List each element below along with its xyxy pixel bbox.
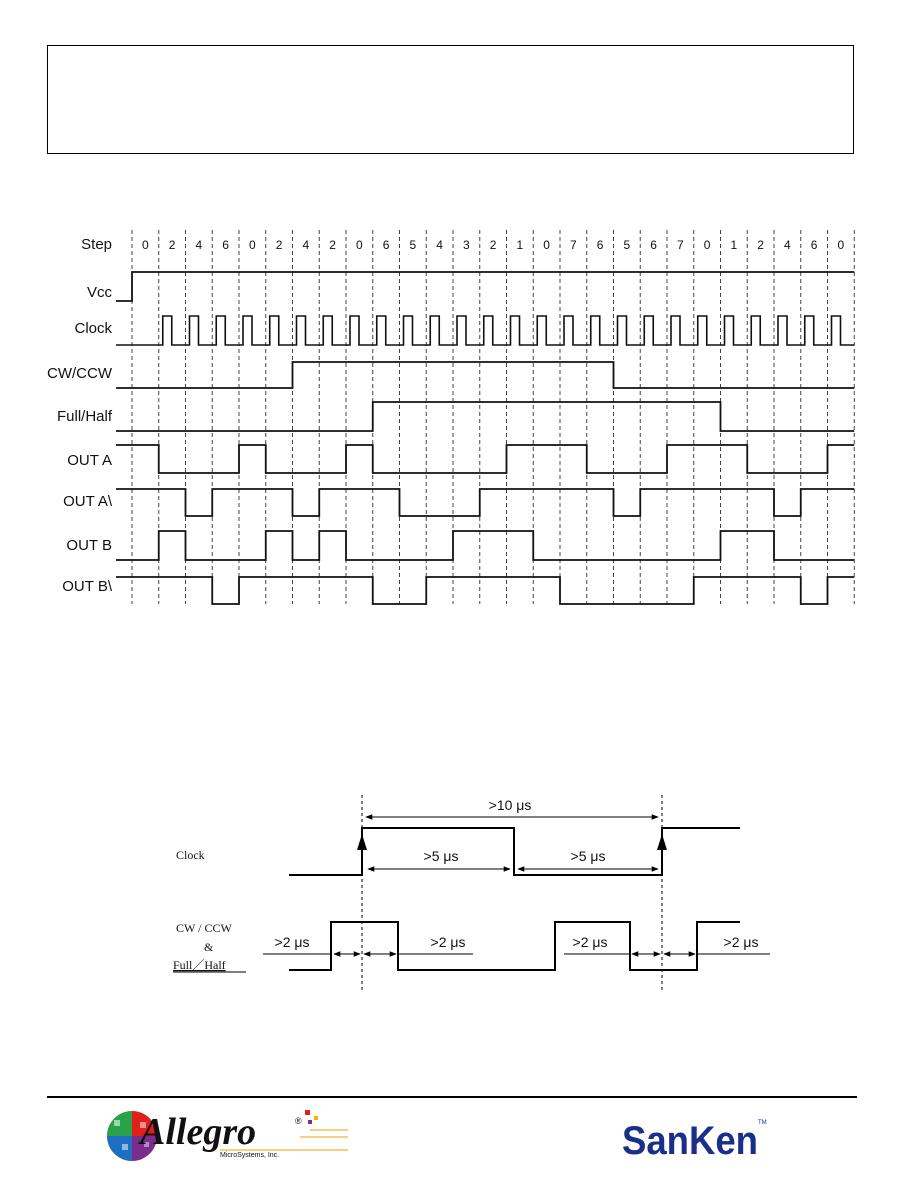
step-number: 0 — [142, 238, 149, 252]
setup-2-label: >2 μs — [573, 934, 608, 950]
step-number: 1 — [731, 238, 738, 252]
full-half-signal-label: Full/Half — [57, 408, 113, 425]
step-number: 2 — [757, 238, 764, 252]
logo-square-red — [305, 1110, 310, 1115]
out-b-bar-signal-label: OUT B\ — [62, 578, 113, 595]
allegro-wordmark: Allegro — [138, 1111, 256, 1153]
step-number: 6 — [597, 238, 604, 252]
step-number: 0 — [838, 238, 845, 252]
logo-square-yellow — [314, 1116, 318, 1120]
ampersand-label: & — [204, 940, 214, 954]
out-a-waveform — [116, 444, 855, 474]
step-number: 4 — [436, 238, 443, 252]
out-a-bar-signal-label: OUT A\ — [63, 493, 113, 510]
out-b-signal-label: OUT B — [66, 537, 112, 554]
rising-edge-arrow-1 — [357, 834, 367, 850]
control-timing-waveform — [289, 921, 740, 971]
logo-square-purple — [308, 1120, 312, 1124]
out-a-signal-label: OUT A — [67, 452, 112, 469]
step-number: 3 — [463, 238, 470, 252]
full-half-waveform — [116, 401, 855, 432]
period-label: >10 μs — [489, 797, 532, 813]
full-half-label: Full／Half — [173, 958, 226, 972]
registered-mark: ® — [295, 1116, 302, 1126]
step-number: 7 — [677, 238, 684, 252]
step-number: 4 — [196, 238, 203, 252]
footer-rule — [47, 1096, 857, 1098]
timing-diagram: >10 μs >5 μs >5 μs Clock CW / CCW & Full… — [173, 795, 770, 990]
vcc-waveform — [116, 271, 855, 302]
sanken-logo: SanKen TM — [622, 1119, 767, 1162]
step-number: 0 — [704, 238, 711, 252]
step-number: 0 — [356, 238, 363, 252]
step-number: 2 — [169, 238, 176, 252]
step-number: 5 — [410, 238, 417, 252]
allegro-color-mosaic-icon — [107, 1111, 157, 1161]
out-b-bar-waveform — [116, 576, 855, 605]
step-number: 7 — [570, 238, 577, 252]
low-time-label: >5 μs — [571, 848, 606, 864]
clock-waveform — [116, 315, 855, 346]
step-number: 5 — [624, 238, 631, 252]
high-time-label: >5 μs — [424, 848, 459, 864]
rising-edge-arrow-2 — [657, 834, 667, 850]
hold-2-label: >2 μs — [724, 934, 759, 950]
trademark-mark: TM — [758, 1120, 767, 1126]
cw-ccw-label: CW / CCW — [176, 921, 232, 935]
step-number: 2 — [329, 238, 336, 252]
step-number: 4 — [303, 238, 310, 252]
cw-ccw-waveform — [116, 361, 855, 389]
step-number: 6 — [650, 238, 657, 252]
step-number: 1 — [517, 238, 524, 252]
step-row-label: Step — [81, 236, 112, 253]
step-number: 4 — [784, 238, 791, 252]
step-number: 2 — [276, 238, 283, 252]
step-number: 6 — [811, 238, 818, 252]
step-number: 0 — [543, 238, 550, 252]
clock-timing-waveform — [289, 827, 740, 876]
allegro-logo: Allegro ® MicroSystems, Inc. — [107, 1110, 348, 1161]
step-number: 6 — [383, 238, 390, 252]
step-number: 6 — [222, 238, 229, 252]
vcc-signal-label: Vcc — [87, 284, 113, 301]
allegro-subtitle: MicroSystems, Inc. — [220, 1152, 279, 1159]
clock-signal-label: Clock — [74, 320, 112, 337]
hold-1-label: >2 μs — [431, 934, 466, 950]
out-b-waveform — [116, 530, 855, 561]
step-number: 0 — [249, 238, 256, 252]
cw-ccw-signal-label: CW/CCW — [47, 365, 113, 382]
out-a-bar-waveform — [116, 488, 855, 517]
header-box — [47, 45, 854, 154]
setup-1-label: >2 μs — [275, 934, 310, 950]
clock-label: Clock — [176, 848, 205, 862]
sanken-wordmark: SanKen — [622, 1119, 758, 1162]
step-number: 2 — [490, 238, 497, 252]
